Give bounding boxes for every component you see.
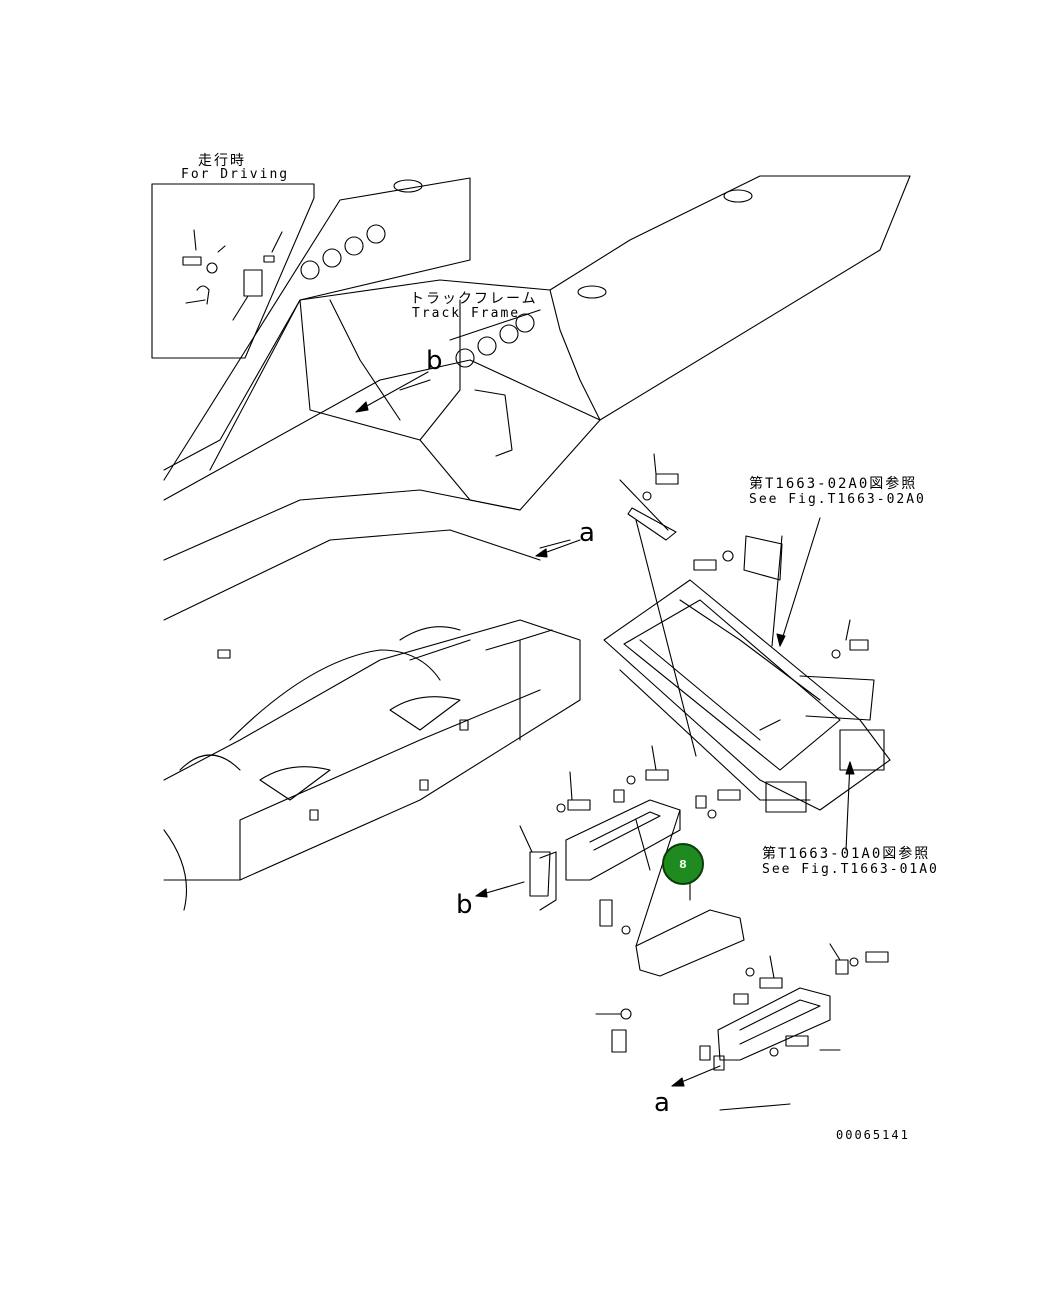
track-frame-upper [163,175,911,621]
center-frame-assembly [603,453,891,851]
bracket-parts [519,745,745,1053]
view-label-a-mid: a [579,518,595,548]
view-arrows [355,371,721,1087]
inset-title-en: For Driving [181,167,290,182]
reference-label-2-jp: 第T1663-01A0図参照 [762,846,931,862]
reference-label-1-en: See Fig.T1663-02A0 [749,492,926,507]
inset-box [151,183,315,359]
view-label-b-top: b [426,346,443,376]
reference-label-1-jp: 第T1663-02A0図参照 [749,476,918,492]
track-frame-label-en: Track Frame [412,306,521,321]
callout-badge-number: 8 [679,857,687,871]
part-number: 00065141 [836,1128,910,1142]
track-frame-lower [163,619,581,911]
callout-badge[interactable]: 8 [662,843,704,885]
view-label-b-bottom: b [456,890,473,920]
lower-bracket-parts [699,943,889,1111]
inset-title-jp: 走行時 [198,153,246,169]
reference-label-2-en: See Fig.T1663-01A0 [762,862,939,877]
track-frame-label-jp: トラックフレーム [410,291,538,307]
view-label-a-bottom: a [654,1088,670,1118]
